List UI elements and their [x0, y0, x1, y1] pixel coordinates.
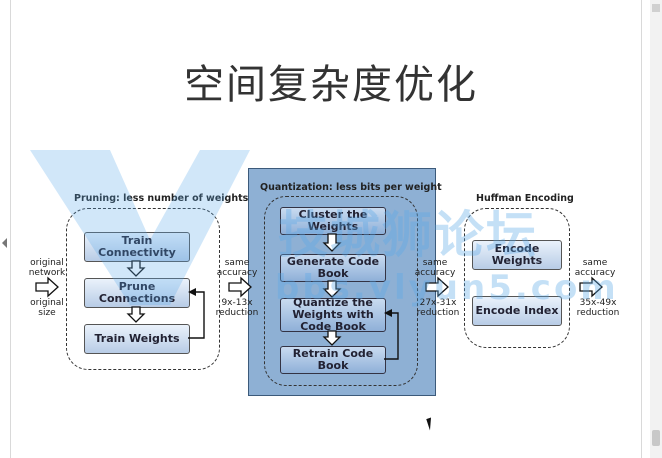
quantization-header: Quantization: less bits per weight	[260, 182, 442, 193]
down-arrow-icon	[126, 306, 146, 323]
down-arrow-icon	[126, 260, 146, 277]
watermark-text: 技城狮论坛	[278, 206, 538, 264]
vertical-scrollbar[interactable]	[650, 0, 662, 458]
cluster-weights-box: Cluster the Weights	[280, 207, 386, 235]
pruning-group	[66, 208, 220, 370]
input-arrow-icon	[35, 276, 59, 298]
huffman-reduction-label: 35x-49x reduction	[576, 298, 620, 318]
pruning-accuracy-label: same accuracy	[216, 258, 258, 278]
pruning-reduction-label: 9x-13x reduction	[215, 298, 259, 318]
retrain-code-book-box: Retrain Code Book	[280, 346, 386, 374]
encode-index-box: Encode Index	[472, 296, 562, 326]
slide-title: 空间复杂度优化	[184, 62, 478, 108]
huffman-group	[464, 208, 570, 348]
scroll-up-icon[interactable]	[652, 4, 660, 12]
generate-code-book-box: Generate Code Book	[280, 254, 386, 282]
quantization-output-arrow-icon	[425, 276, 449, 298]
quantization-loop	[384, 312, 399, 360]
pruning-loop	[188, 291, 205, 339]
original-size-label: original size	[30, 298, 64, 318]
down-arrow-icon	[322, 280, 342, 298]
quantization-group	[264, 196, 418, 386]
watermark-url: bbs.vlyun5.com	[275, 268, 619, 308]
huffman-accuracy-label: same accuracy	[574, 258, 616, 278]
train-connectivity-box: Train Connectivity	[84, 232, 190, 262]
quantization-accuracy-label: same accuracy	[414, 258, 456, 278]
original-network-label: original network	[28, 258, 66, 278]
down-arrow-icon	[322, 330, 342, 346]
scroll-thumb[interactable]	[652, 430, 660, 446]
quantization-reduction-label: 27x-31x reduction	[416, 298, 460, 318]
train-weights-box: Train Weights	[84, 324, 190, 354]
quantize-weights-box: Quantize the Weights with Code Book	[280, 297, 386, 333]
encode-weights-box: Encode Weights	[472, 240, 562, 270]
down-arrow-icon	[322, 233, 342, 252]
pruning-output-arrow-icon	[228, 276, 252, 298]
previous-slide-arrow-icon[interactable]	[2, 238, 7, 248]
huffman-output-arrow-icon	[579, 276, 603, 298]
huffman-header: Huffman Encoding	[476, 193, 574, 204]
pruning-header: Pruning: less number of weights	[74, 193, 249, 204]
